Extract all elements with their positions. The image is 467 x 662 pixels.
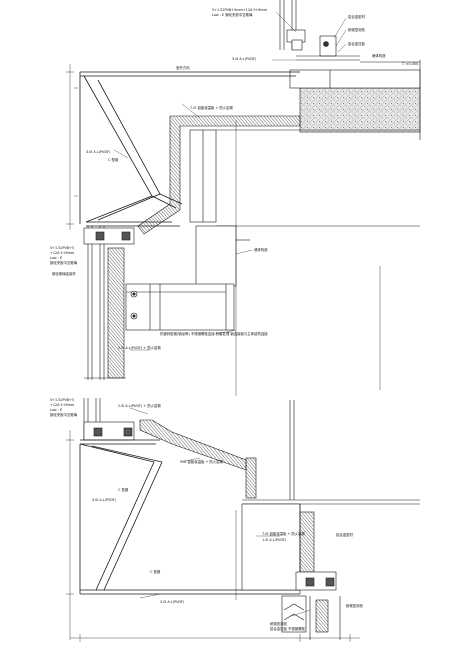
label-mid-panel-top: 7.0l 铝板保温板 + 防火岩棉 (190, 106, 233, 110)
bottom-section (66, 398, 420, 642)
glass-spec-left-bottom-1: 5+1.52PVB+5 (50, 398, 75, 402)
glass-spec-left-bottom-2: +12A 5+8mm (50, 403, 75, 407)
top-dimension-lines (66, 64, 381, 396)
label-left-sub-top: C 型钢 (108, 158, 119, 162)
bottom-floor-plate (241, 400, 420, 594)
label-bottom-note-a: 耐候密封胶 (270, 622, 287, 626)
glass-spec-top-2: Low - E 钢化夹胶中空玻璃 (212, 13, 253, 17)
label-direction: 室外方向 (176, 66, 190, 70)
glass-spec-left-top-2: +12A 5+8mm (50, 251, 75, 255)
label-seal-right: 耐候密封胶 (346, 604, 363, 608)
label-frame-top: 铝合金型材 (348, 15, 365, 19)
label-right-frame: 铝合金型材 (336, 533, 353, 537)
label-right-panel-a: 7.0l 铝板保温板 + 防火岩棉 (262, 532, 305, 536)
top-section (66, 0, 421, 396)
label-bottom-note-b: 铝合金压板 不锈钢螺栓 (270, 627, 305, 631)
steel-beam (189, 129, 420, 287)
glass-spec-top-1: 5+1.52PVB+5mm+12A 5+8mm (212, 8, 268, 12)
concrete-slab (289, 60, 421, 140)
label-left-panel-top: 3.0l A.L(PVDF) (86, 150, 111, 154)
label-bottom-sub: C 型钢 (150, 570, 161, 574)
top-insulation-band (137, 115, 301, 235)
label-lower-panel-top: 2.0l A.L(PVDF) + 防火岩棉 (118, 346, 161, 350)
label-left-panel-bottom: 3.0l A.L(PVDF) (92, 498, 117, 502)
label-wall: 墙体构造 (372, 54, 386, 58)
glass-spec-left-top-4: 钢化夹胶中空玻璃 (50, 261, 78, 265)
bottom-zigzag-panel (79, 439, 300, 595)
label-seal-top: 耐候密封胶 (348, 28, 365, 32)
glass-spec-left-bottom-4: 钢化夹胶中空玻璃 (50, 413, 78, 417)
label-steel-conn: 钢化玻璃连接件 (52, 272, 76, 276)
label-level-mark: ▽ ±0.000 (402, 62, 419, 66)
glass-spec-left-top-3: Low - E (50, 256, 63, 260)
bottom-window-mullion (83, 398, 135, 441)
label-bracket-top: 铝合金压板 (348, 42, 365, 46)
leader-lines (113, 11, 347, 617)
label-mid-panel-bottom: 7.0l 铝板保温板 + 防火岩棉 (180, 460, 223, 464)
top-window-mullion (279, 0, 360, 61)
label-top-panel-bottom: 2.0l A.L(PVDF) + 防火岩棉 (118, 404, 161, 408)
bottom-dimension-lines (66, 430, 360, 642)
glass-spec-left-top-1: 5+1.52PVB+5 (50, 246, 75, 250)
glass-spec-left-bottom-3: Low - E (50, 408, 63, 412)
label-panel-top: 3.0l A.L(PVDF) (232, 57, 257, 61)
label-bottom-panel: 3.0l A.L(PVDF) (160, 600, 185, 604)
top-zigzag-panel (79, 71, 300, 227)
label-wall-right: 墙体构造 (254, 248, 268, 252)
left-glass-window (83, 226, 135, 380)
bracket-connector (125, 283, 235, 331)
label-left-sub-bottom: C 型钢 (118, 488, 129, 492)
label-right-panel-b: 1.0l A.L(PVDF) (262, 538, 287, 542)
label-beam-note: 热镀锌型钢(钢龙骨) 不锈钢螺栓连接 防腐处理 钢连接板与主体结构连接 (160, 332, 268, 336)
bottom-insulation-band (139, 419, 257, 499)
bottom-right-frame (281, 571, 341, 640)
